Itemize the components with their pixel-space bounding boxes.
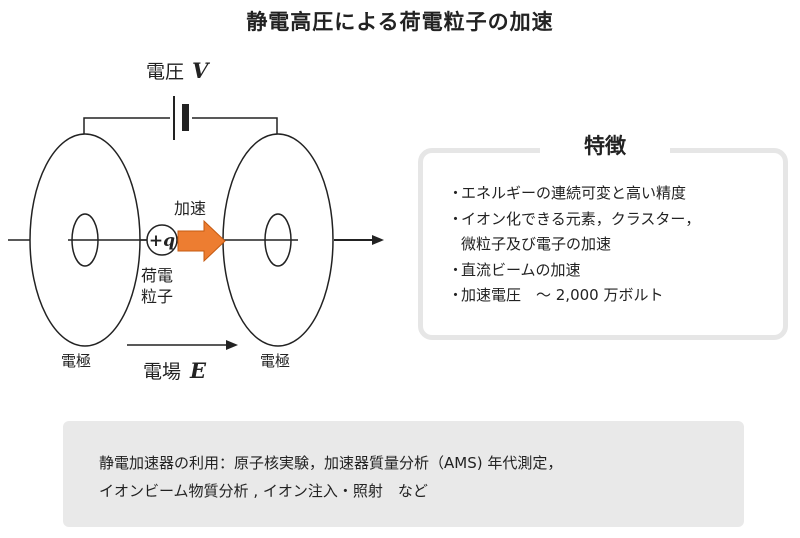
- list-item: ・エネルギーの連続可変と高い精度: [448, 184, 687, 202]
- charge-label: +q: [149, 231, 175, 251]
- features-title: 特徴: [540, 130, 670, 160]
- usage-line-1: 静電加速器の利用：原子核実験，加速器質量分析（AMS) 年代測定，: [99, 454, 563, 472]
- acceleration-arrow: [177, 219, 226, 263]
- acceleration-label: 加速: [174, 199, 206, 218]
- list-item: ・加速電圧 ～ 2,000 万ボルト: [448, 286, 664, 304]
- page-title: 静電高圧による荷電粒子の加速: [246, 10, 554, 34]
- particle-label-line1: 荷電: [141, 266, 173, 285]
- battery-short-plate: [182, 104, 189, 131]
- voltage-label: 電圧: [146, 61, 184, 83]
- right-electrode-label: 電極: [260, 352, 290, 370]
- left-electrode-label: 電極: [61, 352, 91, 370]
- beam-out-arrowhead: [372, 235, 384, 245]
- list-item: 微粒子及び電子の加速: [461, 235, 612, 253]
- list-item: ・直流ビームの加速: [448, 260, 581, 279]
- features-box: [418, 148, 788, 340]
- list-item: ・イオン化できる元素，クラスター，: [448, 209, 701, 228]
- features-list: ・エネルギーの連続可変と高い精度 ・イオン化できる元素，クラスター， 微粒子及び…: [448, 181, 778, 309]
- usage-box: 静電加速器の利用：原子核実験，加速器質量分析（AMS) 年代測定， イオンビーム…: [63, 421, 744, 527]
- field-label: 電場: [143, 361, 181, 383]
- usage-line-2: イオンビーム物質分析 , イオン注入・照射 など: [99, 482, 428, 500]
- field-arrowhead: [226, 340, 238, 350]
- voltage-symbol: V: [192, 58, 211, 83]
- charged-particle: [146, 224, 178, 256]
- particle-label-line2: 粒子: [141, 287, 173, 306]
- field-symbol: E: [189, 358, 207, 383]
